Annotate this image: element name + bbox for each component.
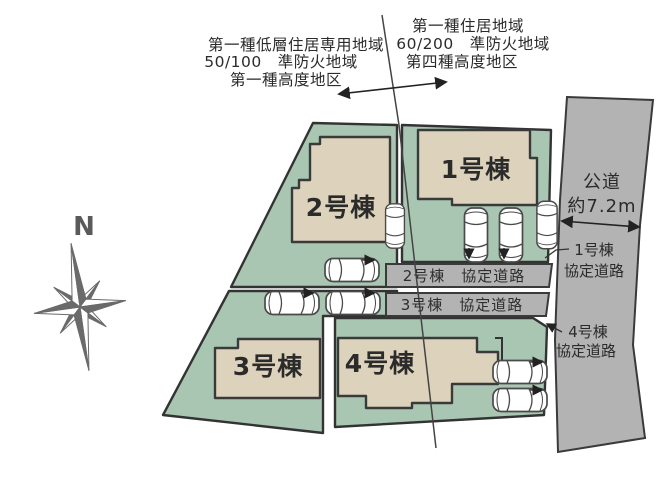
building-4 <box>336 336 500 410</box>
car-lot1-c <box>536 200 558 250</box>
car-lot4-b <box>492 387 548 413</box>
zoning-left-line3: 第一種高度地区 <box>230 71 342 89</box>
building-4-label: 4号棟 <box>345 349 415 378</box>
zoning-left-line1: 第一種低層住居専用地域 <box>208 36 384 54</box>
public-road-width: 約7.2m <box>567 196 636 217</box>
leader-lot4-agreement-road <box>545 323 563 333</box>
zoning-right-line2: 60/200 準防火地域 <box>396 35 550 53</box>
agreement-road-strip-2-label: 3号棟 協定道路 <box>401 296 524 314</box>
agreement-road-strip-2 <box>385 292 551 317</box>
car-lot2 <box>324 257 380 283</box>
lot1-agreement-label-line1: 1号棟 <box>574 241 614 259</box>
leader-lot1-agreement-road <box>544 248 570 259</box>
building-3-label: 3号棟 <box>233 352 303 381</box>
compass-rose <box>33 243 127 371</box>
agreement-road-strip-1 <box>385 263 554 288</box>
car-lot2-side <box>384 203 406 249</box>
lot1-agreement-label-line2: 協定道路 <box>564 262 624 280</box>
lot4-agreement-label-line2: 協定道路 <box>556 342 616 360</box>
zoning-extent-arrow <box>337 76 448 100</box>
lot4-agreement-label-line1: 4号棟 <box>568 323 608 341</box>
car-lot3-a <box>264 290 320 316</box>
parking-direction-arrows <box>301 248 544 396</box>
fence-line <box>495 337 503 362</box>
road-width-arrow <box>560 215 641 233</box>
agreement-road-strip-1-label: 2号棟 協定道路 <box>403 267 526 285</box>
compass-north-label: N <box>73 212 95 242</box>
zoning-right-line1: 第一種住居地域 <box>412 17 524 35</box>
building-2-label: 2号棟 <box>306 193 376 222</box>
car-lot4-a <box>492 359 548 385</box>
public-road <box>553 95 655 454</box>
car-lot1-a <box>463 207 489 263</box>
building-3 <box>213 337 322 400</box>
car-lot1-b <box>498 207 524 263</box>
public-road-name: 公道 <box>583 172 621 193</box>
zoning-right-line3: 第四種高度地区 <box>406 53 518 71</box>
zoning-left-line2: 50/100 準防火地域 <box>204 53 358 71</box>
building-1-label: 1号棟 <box>441 155 511 184</box>
car-lot3-b <box>325 290 381 316</box>
zoning-boundary-line <box>381 14 437 449</box>
